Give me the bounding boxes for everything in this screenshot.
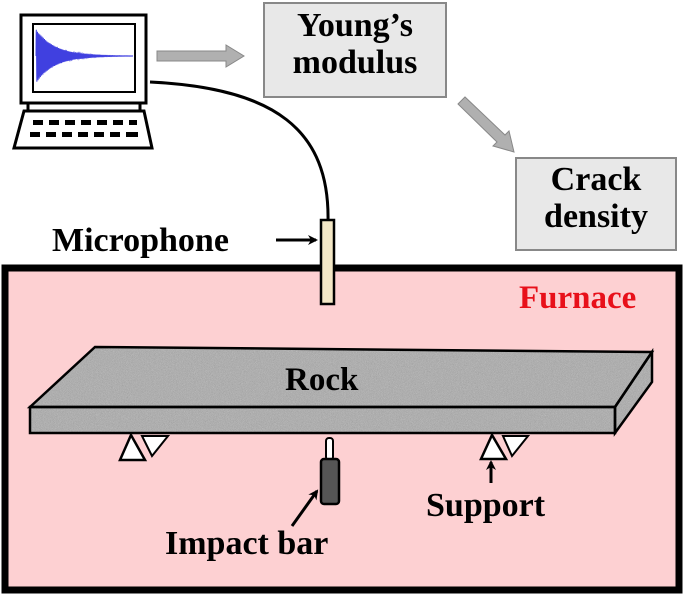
youngs-modulus-box xyxy=(263,2,447,98)
youngs-modulus-line1: Young’s xyxy=(297,8,413,44)
rock-label: Rock xyxy=(285,362,359,398)
microphone-label: Microphone xyxy=(52,222,229,259)
computer-icon xyxy=(12,13,154,150)
crack-density-line2: density xyxy=(544,197,648,235)
keyboard-keys xyxy=(30,120,138,137)
waveform-icon xyxy=(35,29,134,82)
support-icon xyxy=(479,432,531,461)
impact-bar-label: Impact bar xyxy=(165,525,329,562)
furnace-label: Furnace xyxy=(519,280,637,316)
support-label: Support xyxy=(426,487,546,524)
microphone-cable xyxy=(149,80,330,223)
rock-slab xyxy=(26,345,655,437)
impact-bar-icon xyxy=(319,437,341,506)
support-icon xyxy=(118,432,171,462)
youngs-modulus-line2: modulus xyxy=(292,43,418,81)
flow-arrow-computer-to-youngs xyxy=(156,44,245,68)
flow-arrow-youngs-to-crack xyxy=(457,96,515,153)
crack-density-line1: Crack xyxy=(550,162,642,198)
crack-density-box xyxy=(515,157,677,251)
microphone-icon xyxy=(319,218,336,306)
impact-bar-pointer-arrow xyxy=(290,489,319,527)
